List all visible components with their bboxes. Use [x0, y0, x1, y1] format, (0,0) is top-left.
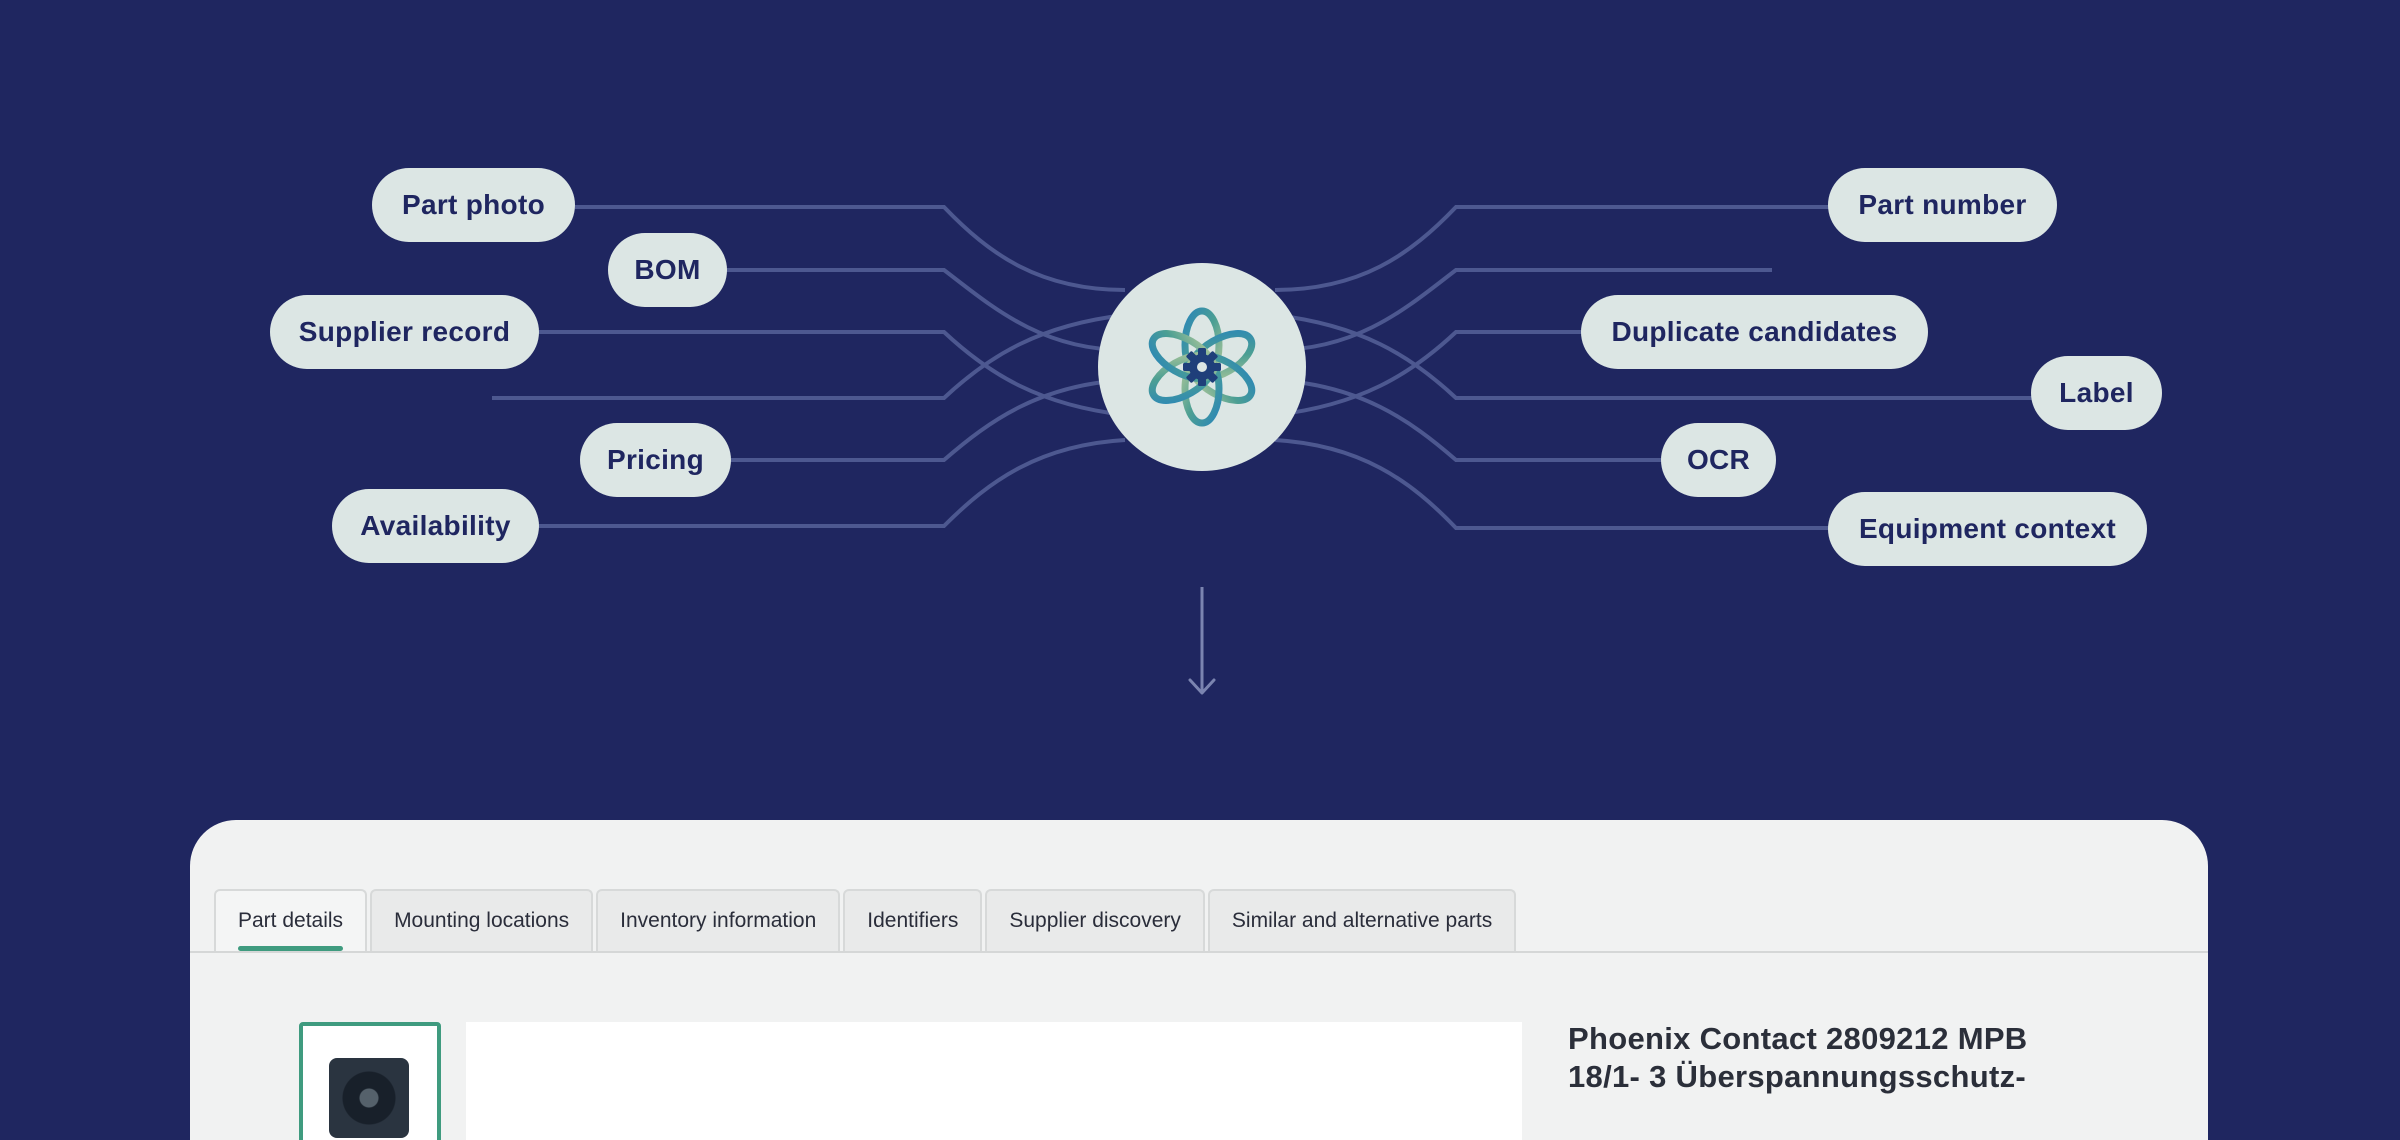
tab-inventory-information[interactable]: Inventory information: [596, 889, 841, 951]
product-image-viewer: [466, 1022, 1522, 1140]
output-pill-label: Label: [2031, 356, 2162, 430]
connector-availability: [535, 438, 1126, 528]
connector-supplier-record: [535, 330, 1126, 417]
product-thumbnail[interactable]: [299, 1022, 441, 1140]
connector-lines: [492, 205, 2032, 530]
integration-diagram: Part photo BOM Supplier record Pricing A…: [190, 168, 2208, 1140]
input-pill-availability: Availability: [332, 489, 539, 563]
processing-hub: [1098, 263, 1306, 471]
connector-duplicate-candidates: [1274, 330, 1583, 417]
tab-label: Identifiers: [867, 909, 959, 932]
tab-similar-and-alternative-parts[interactable]: Similar and alternative parts: [1207, 889, 1517, 951]
arrow-down-icon: [1188, 587, 1216, 695]
input-label-pricing: Pricing: [606, 444, 704, 475]
output-label-ocr: OCR: [1686, 444, 1751, 475]
interlaced-knot-gear-logo: [1148, 307, 1256, 427]
output-pill-part-number: Part number: [1828, 168, 2057, 242]
tab-divider: [190, 951, 2208, 953]
connector-empty-left: [492, 313, 1126, 400]
connector-part-photo: [575, 205, 1126, 292]
tab-identifiers[interactable]: Identifiers: [843, 889, 983, 951]
output-pill-equipment-context: Equipment context: [1828, 492, 2147, 566]
connector-equipment-context: [1274, 438, 1830, 530]
output-label-label: Label: [2059, 377, 2134, 408]
input-label-part-photo: Part photo: [402, 189, 545, 220]
output-label-duplicate-candidates: Duplicate candidates: [1611, 316, 1898, 347]
input-label-bom: BOM: [634, 254, 701, 285]
input-pill-supplier-record: Supplier record: [270, 295, 539, 369]
connector-part-number: [1274, 205, 1830, 292]
input-pill-bom: BOM: [608, 233, 727, 307]
tab-mounting-locations[interactable]: Mounting locations: [370, 889, 594, 951]
output-pill-duplicate-candidates: Duplicate candidates: [1581, 295, 1928, 369]
connector-empty-right: [1274, 268, 1772, 352]
tab-label: Mounting locations: [394, 909, 570, 932]
connector-pricing: [730, 378, 1126, 462]
tab-label: Inventory information: [620, 909, 817, 932]
input-pill-pricing: Pricing: [580, 423, 731, 497]
tab-label: Supplier discovery: [1009, 909, 1181, 932]
fan-product-image: [329, 1058, 409, 1138]
output-label-part-number: Part number: [1858, 189, 2027, 220]
input-label-availability: Availability: [360, 510, 511, 541]
tab-label: Part details: [238, 909, 344, 932]
input-label-supplier-record: Supplier record: [298, 316, 511, 347]
tab-part-details[interactable]: Part details: [214, 889, 368, 951]
output-label-equipment-context: Equipment context: [1858, 513, 2117, 544]
connector-label: [1274, 313, 2032, 400]
connector-ocr: [1274, 378, 1662, 462]
tab-bar: Part details Mounting locations Inventor…: [214, 889, 1517, 951]
product-title: Phoenix Contact 2809212 MPB 18/1- 3 Über…: [1568, 1021, 2028, 1094]
part-detail-panel: Part details Mounting locations Inventor…: [190, 820, 2208, 1140]
connector-bom: [725, 268, 1126, 352]
tab-supplier-discovery[interactable]: Supplier discovery: [985, 889, 1205, 951]
tab-label: Similar and alternative parts: [1231, 909, 1493, 932]
output-pill-ocr: OCR: [1661, 423, 1776, 497]
input-pill-part-photo: Part photo: [372, 168, 575, 242]
